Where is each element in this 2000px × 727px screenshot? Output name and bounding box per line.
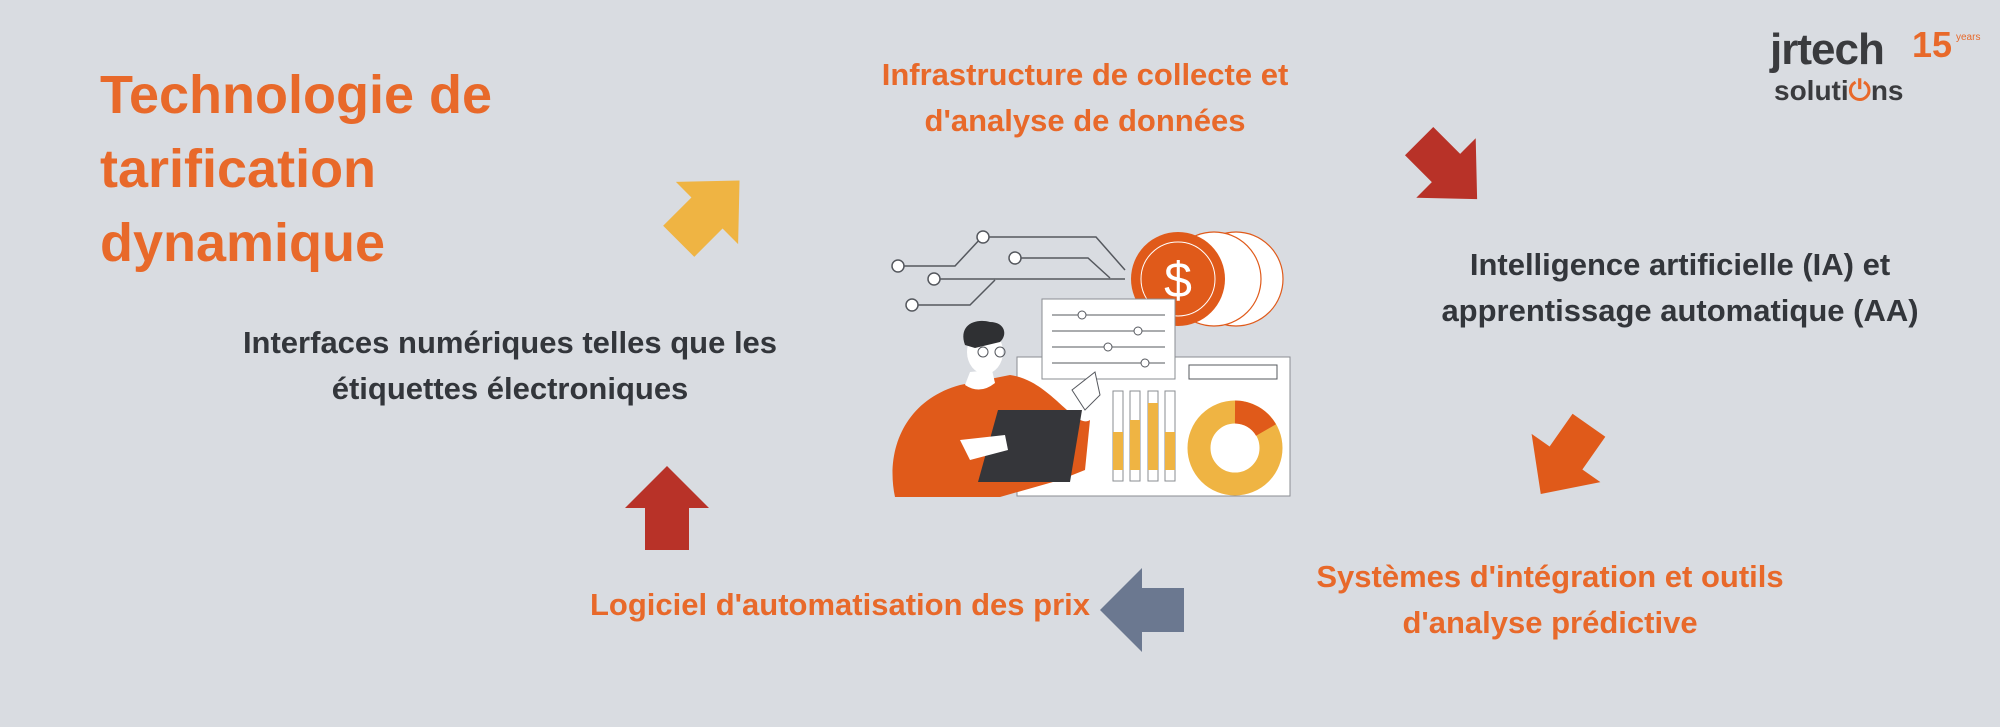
arrow-red-down-right-icon — [1404, 126, 1478, 200]
node-ai-ml: Intelligence artificielle (IA) et appren… — [1441, 247, 1919, 328]
logo-line2-a: soluti — [1774, 75, 1849, 106]
circuit-lines-icon — [898, 236, 1126, 306]
page-title: Technologie de tarification dynamique — [100, 65, 493, 273]
logo-years: years — [1956, 32, 1981, 43]
arrow-red-up-icon — [625, 466, 709, 550]
logo-line2-b: ns — [1870, 75, 1904, 106]
arrow-slate-left-icon — [1100, 568, 1184, 652]
node-integration: Systèmes d'intégration et outils d'analy… — [1316, 559, 1784, 640]
arrow-yellow-up-right-icon — [663, 180, 740, 257]
node-pricing-software: Logiciel d'automatisation des prix — [589, 587, 1090, 622]
logo-anniversary: 15 — [1912, 24, 1953, 65]
logo-line2: soluti⏻ns — [1774, 76, 1904, 106]
arrow-orange-down-left-icon — [1531, 413, 1606, 495]
node-data-infrastructure: Infrastructure de collecte et d'analyse … — [881, 57, 1289, 138]
power-icon: ⏻ — [1848, 75, 1871, 106]
person-with-tablet-illustration — [892, 320, 1101, 497]
logo-line1: jrtech — [1770, 25, 1885, 74]
jrtech-logo: jrtech soluti⏻ns 15 years — [1770, 24, 1985, 113]
node-digital-interfaces: Interfaces numériques telles que les éti… — [242, 325, 778, 406]
dollar-coin-icon: $ — [1131, 231, 1284, 327]
